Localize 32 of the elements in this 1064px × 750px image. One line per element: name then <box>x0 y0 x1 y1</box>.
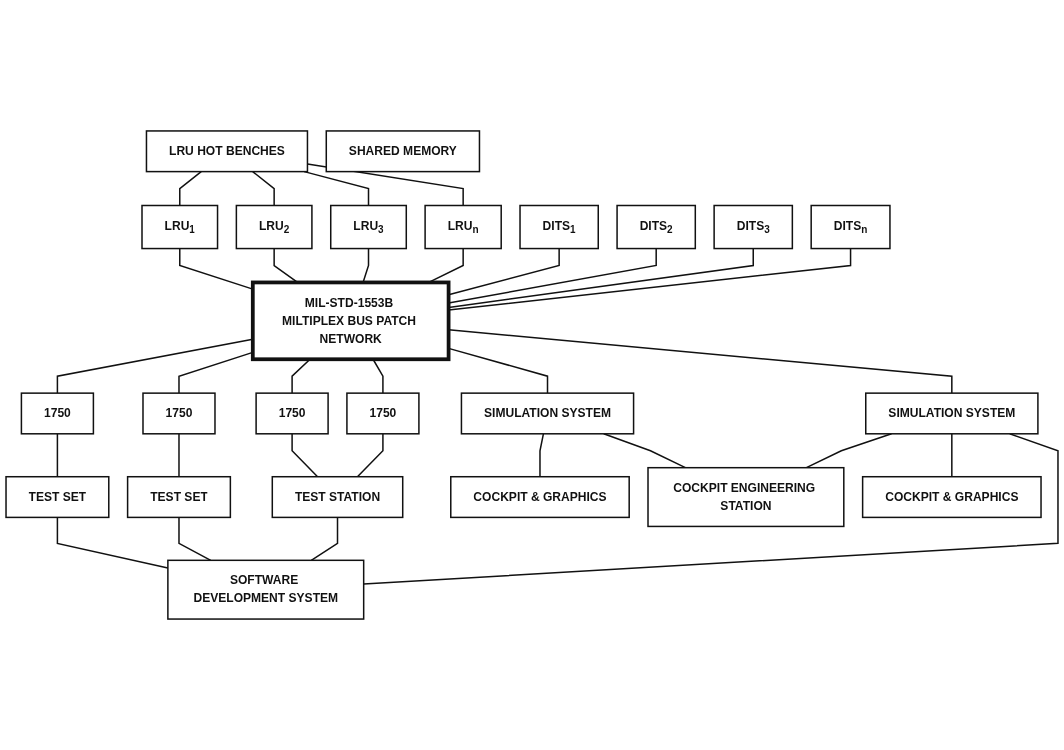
node-box: DITS$_{3}$ <box>713 204 794 250</box>
node-box: DITS$_{1}$ <box>519 204 599 250</box>
node-box: 1750 <box>20 392 95 435</box>
connector <box>291 433 319 478</box>
node-box: 1750 <box>346 392 420 435</box>
node-box: MIL-STD-1553B MILTIPLEX BUS PATCH NETWORK <box>250 280 451 362</box>
connector <box>178 433 180 478</box>
node-box: 1750 <box>142 392 216 435</box>
node-box: SIMULATION SYSTEM <box>460 392 635 435</box>
node-box: TEST STATION <box>271 475 404 519</box>
connector <box>356 433 384 478</box>
node-box: COCKPIT & GRAPHICS <box>861 475 1042 519</box>
node-box: LRU$_{2}$ <box>235 204 313 250</box>
node-box: LRU$_{n}$ <box>424 204 502 250</box>
connector <box>951 433 953 478</box>
node-box: LRU HOT BENCHES <box>145 130 309 173</box>
connector <box>56 433 59 478</box>
node-box: LRU$_{3}$ <box>330 204 408 250</box>
connector <box>251 170 275 207</box>
node-box: 1750 <box>255 392 329 435</box>
node-box: LRU$_{1}$ <box>141 204 219 250</box>
node-box: DITS$_{2}$ <box>616 204 697 250</box>
connector <box>539 433 545 478</box>
node-box: TEST SET <box>126 475 232 519</box>
node-box: SIMULATION SYSTEM <box>865 392 1039 435</box>
connector <box>179 170 202 207</box>
node-box: TEST SET <box>5 475 110 519</box>
node-box: DITS$_{n}$ <box>810 204 891 250</box>
node-box: SHARED MEMORY <box>325 130 481 173</box>
node-box: COCKPIT & GRAPHICS <box>450 475 630 519</box>
node-box: SOFTWARE DEVELOPMENT SYSTEM <box>167 559 365 620</box>
node-box: COCKPIT ENGINEERING STATION <box>647 466 845 528</box>
